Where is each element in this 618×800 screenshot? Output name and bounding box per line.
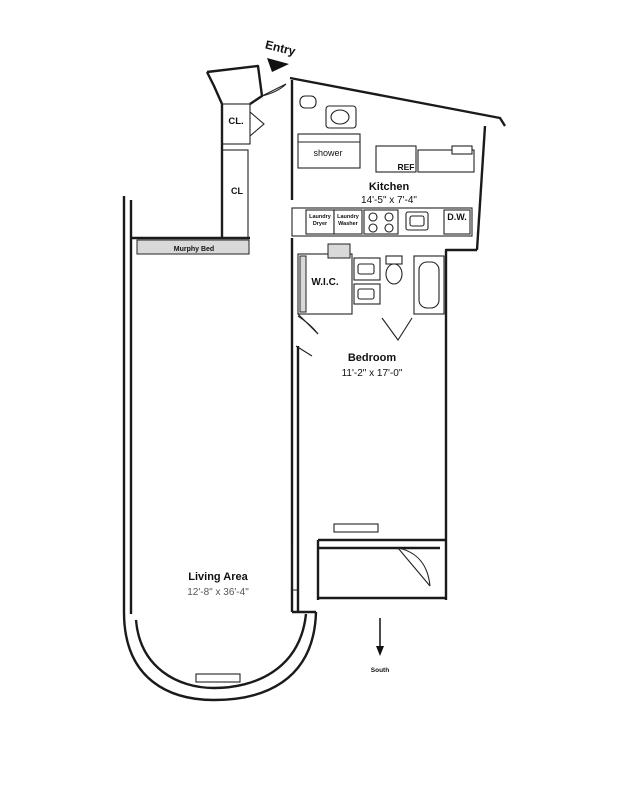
bath-toilet-icon: [385, 263, 403, 285]
wic-box: [297, 253, 353, 315]
shower-label: shower: [313, 148, 342, 158]
south-arrow-icon: [376, 646, 384, 656]
entry-marker: Entry: [264, 37, 297, 72]
south-label: South: [371, 667, 389, 674]
toilet-icon: [330, 109, 350, 125]
dishwasher-box: [443, 209, 471, 235]
entry-label: Entry: [264, 37, 297, 58]
counter-sink-top: [451, 145, 473, 155]
kitchen-label: Kitchen: [369, 181, 410, 193]
closet-top-box: [221, 103, 251, 145]
laundry-dryer-label-2: Dryer: [313, 221, 328, 227]
exterior-walls: [122, 64, 507, 702]
wic-and-bath: W.I.C.: [295, 243, 445, 357]
murphy-bed: Murphy Bed: [136, 239, 250, 255]
entry-bath-fixtures: shower: [261, 83, 361, 169]
toilet-tank-icon: [385, 255, 403, 265]
shower-box: [297, 133, 361, 169]
counter-top-right: [417, 149, 475, 173]
kitchen: REF Kitchen 14'-5" x 7'-4" Laundry Dryer…: [291, 145, 475, 237]
sink-icon: [299, 95, 317, 109]
ref-label: REF: [398, 162, 415, 172]
laundry-washer-box: [333, 209, 363, 235]
bedroom-label: Bedroom: [348, 352, 397, 364]
cooktop-icon: [363, 209, 399, 235]
wic-label: W.I.C.: [311, 277, 338, 288]
closet-top-label: CL.: [228, 116, 243, 127]
living-label: Living Area: [188, 571, 248, 583]
living-radiator-icon: [195, 673, 241, 683]
murphy-bed-box: [136, 239, 250, 255]
closet-mid-label: CL: [231, 186, 243, 196]
laundry-dryer-box: [305, 209, 335, 235]
refrigerator-box: [375, 145, 417, 173]
bedroom: Bedroom 11'-2" x 17'-0": [333, 352, 431, 587]
murphy-bed-label: Murphy Bed: [174, 246, 214, 253]
laundry-washer-label-1: Laundry: [337, 214, 360, 220]
living-dimensions: 12'-8" x 36'-4": [187, 587, 249, 598]
laundry-dryer-label-1: Laundry: [309, 214, 332, 220]
dishwasher-label: D.W.: [447, 212, 467, 222]
entry-arrow-icon: [267, 58, 289, 72]
closet-mid-box: [221, 149, 249, 239]
bedroom-radiator-icon: [333, 523, 379, 533]
closets: CL. CL: [221, 103, 265, 239]
living-area: Living Area 12'-8" x 36'-4": [187, 546, 298, 683]
south-marker: South: [371, 618, 389, 674]
kitchen-dimensions: 14'-5" x 7'-4": [361, 195, 417, 206]
laundry-washer-label-2: Washer: [338, 221, 359, 227]
bedroom-dimensions: 11'-2" x 17'-0": [342, 368, 403, 379]
